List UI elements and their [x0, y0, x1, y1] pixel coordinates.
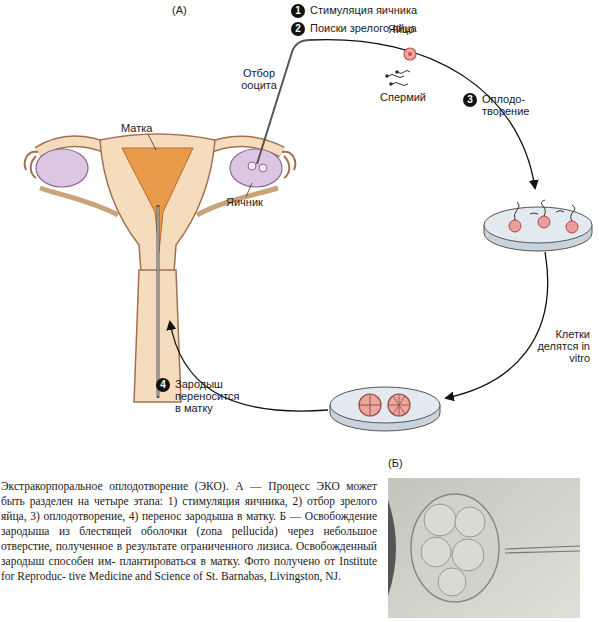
ovary: [230, 149, 282, 187]
uterus-illustration: [25, 134, 296, 402]
step-label: Зародыш переносится в матку: [175, 378, 247, 414]
step-marker: 2Поиски зрелого яйца: [291, 22, 470, 36]
petri-dish: [484, 200, 592, 251]
step-marker: 3 Оплодо- творение: [463, 93, 544, 117]
cell: [566, 221, 578, 233]
leader-line: [246, 183, 252, 197]
petri-dish: [330, 387, 440, 431]
egg-nucleus: [408, 52, 412, 56]
catheter: [157, 205, 160, 398]
blastomere: [438, 568, 466, 596]
cell: [509, 220, 521, 232]
embryo: [359, 394, 381, 416]
step-note: Отбор ооцита: [236, 67, 282, 91]
panel-letter: (А): [172, 4, 187, 16]
embryo: [388, 394, 410, 416]
figure-caption: Экстракорпоральное оплодотворение (ЭКО).…: [1, 479, 377, 584]
callout-number: 2: [291, 22, 305, 36]
embryo-photo: [388, 478, 580, 618]
part-label: Яичник: [226, 196, 263, 208]
cycle-arrow: [446, 252, 548, 398]
leader-line: [148, 134, 156, 150]
sperm-head: [389, 82, 393, 86]
dish-top: [484, 207, 592, 243]
photo-background: [388, 478, 580, 618]
step-marker: 4 Зародыш переносится в матку: [156, 378, 247, 414]
follicle: [248, 162, 256, 170]
sperm: [514, 200, 574, 221]
callout-number: 4: [156, 378, 170, 392]
blastomere: [424, 504, 456, 536]
blastomere: [452, 539, 484, 571]
blastomere: [455, 507, 485, 537]
blastomere: [421, 537, 451, 567]
micropipette: [505, 546, 580, 553]
callout-number: 1: [291, 4, 305, 18]
follicle: [259, 164, 267, 172]
sperm-head: [385, 74, 389, 78]
embryo-cells: [388, 394, 410, 416]
step-note: Клетки делятся in vitro: [536, 328, 590, 364]
egg: [404, 48, 416, 60]
sperm-head: [395, 70, 399, 74]
step-label: Стимуляция яичника: [310, 4, 470, 16]
part-label: Матка: [121, 122, 152, 134]
catheter-inner: [158, 207, 159, 396]
holding-pipette: [388, 500, 396, 596]
step-marker: 1 Стимуляция яичника: [291, 4, 470, 18]
part-label: Яйцо: [388, 23, 414, 35]
dish-top: [330, 387, 440, 423]
part-label: Спермий: [380, 91, 426, 103]
embryo-cells: [359, 394, 381, 416]
cell: [538, 216, 550, 228]
panel-letter: (Б): [388, 457, 403, 469]
step-label: Оплодо- творение: [482, 93, 544, 117]
aspiration-needle: [257, 40, 310, 164]
callout-number: 3: [463, 93, 477, 107]
ovary: [36, 149, 88, 187]
embryo-blastocyst: [411, 494, 499, 602]
sperm: [388, 71, 410, 86]
